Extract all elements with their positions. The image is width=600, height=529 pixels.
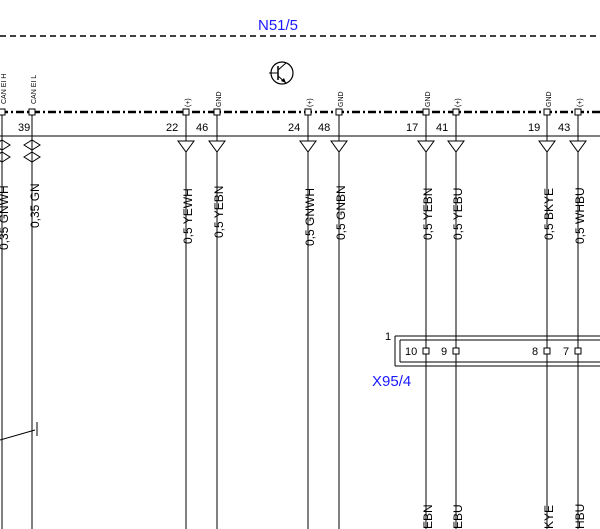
wire-label: 0,5 BKYE [542,188,556,240]
bottom-wire-label: EBN [421,504,435,529]
connector-x95-4: 1 X95/4 10 9 8 7 [372,331,600,390]
pin-number: 39 [18,122,30,134]
pin-number: 24 [288,122,300,134]
pin-number: 43 [558,122,570,134]
connector-pin-number: 10 [405,346,417,358]
wire-label: 0,5 WHBU [573,187,587,244]
bottom-labels: EBN EBU KYE HBU [421,504,587,529]
pin-22: (+) 22 [166,98,192,136]
pin-function-label: GND [338,91,345,107]
connector-pin-number: 7 [563,346,569,358]
wire-markers [177,140,587,153]
pin-can-ei-h: CAN EI H [0,74,8,136]
triangle-icon [330,140,348,153]
pin-function-label: (+) [577,98,584,107]
pin-function-label: GND [425,91,432,107]
wire-labels: 0,35 GNWH 0,35 GN 0,5 YEWH 0,5 YEBN 0,5 … [0,183,587,250]
bottom-wire-label: KYE [542,505,556,529]
pin-43: (+) 43 [558,98,584,136]
diagonal-line [0,429,36,441]
pin-function-label: (+) [185,98,192,107]
pin-can-ei-l: CAN EI L 39 [18,75,38,136]
pin-46: GND 46 [196,91,223,136]
pin-function-label: (+) [455,98,462,107]
wire-label: 0,35 GNWH [0,185,11,250]
pin-48: GND 48 [318,91,345,136]
triangle-icon [447,140,465,153]
pin-41: (+) 41 [436,98,462,136]
triangle-icon [177,140,195,153]
wire-label: 0,5 GNBN [334,185,348,240]
triangle-icon [208,140,226,153]
pin-number: 17 [406,122,418,134]
pin-function-label: GND [216,91,223,107]
wire-label: 0,35 GN [28,183,42,228]
wire-label: 0,5 YEBN [212,186,226,238]
wire-label: 0,5 YEWH [181,188,195,244]
connector-pin-number: 9 [441,346,447,358]
pin-24: (+) 24 [288,98,314,136]
wire-label: 0,5 YEBU [451,188,465,240]
wires [1,136,579,529]
triangle-icon [538,140,556,153]
pin-number: 46 [196,122,208,134]
wire-label: 0,5 YEBN [421,188,435,240]
triangle-icon [569,140,587,153]
pin-19: GND 19 [528,91,553,136]
wire-label: 0,5 GNWH [303,188,317,246]
pin-number: 41 [436,122,448,134]
connector-label: X95/4 [372,373,411,390]
pin-function-label: CAN EI H [1,74,8,104]
pin-number: 19 [528,122,540,134]
component-label: N51/5 [258,17,298,34]
pin-function-label: CAN EI L [31,75,38,104]
pin-number: 22 [166,122,178,134]
triangle-icon [417,140,435,153]
triangle-icon [299,140,317,153]
connector-pin-number: 8 [532,346,538,358]
bottom-wire-label: EBU [451,504,465,529]
twisted-pair-markers [0,139,41,163]
bottom-wire-label: HBU [573,504,587,529]
pin-17: GND 17 [406,91,432,136]
transistor-icon [269,61,294,85]
connector-edge-number: 1 [385,331,391,343]
pin-function-label: (+) [307,98,314,107]
pin-number: 48 [318,122,330,134]
pin-group: CAN EI H CAN EI L 39 (+) 22 GND 46 (+) [0,74,584,136]
pin-function-label: GND [546,91,553,107]
